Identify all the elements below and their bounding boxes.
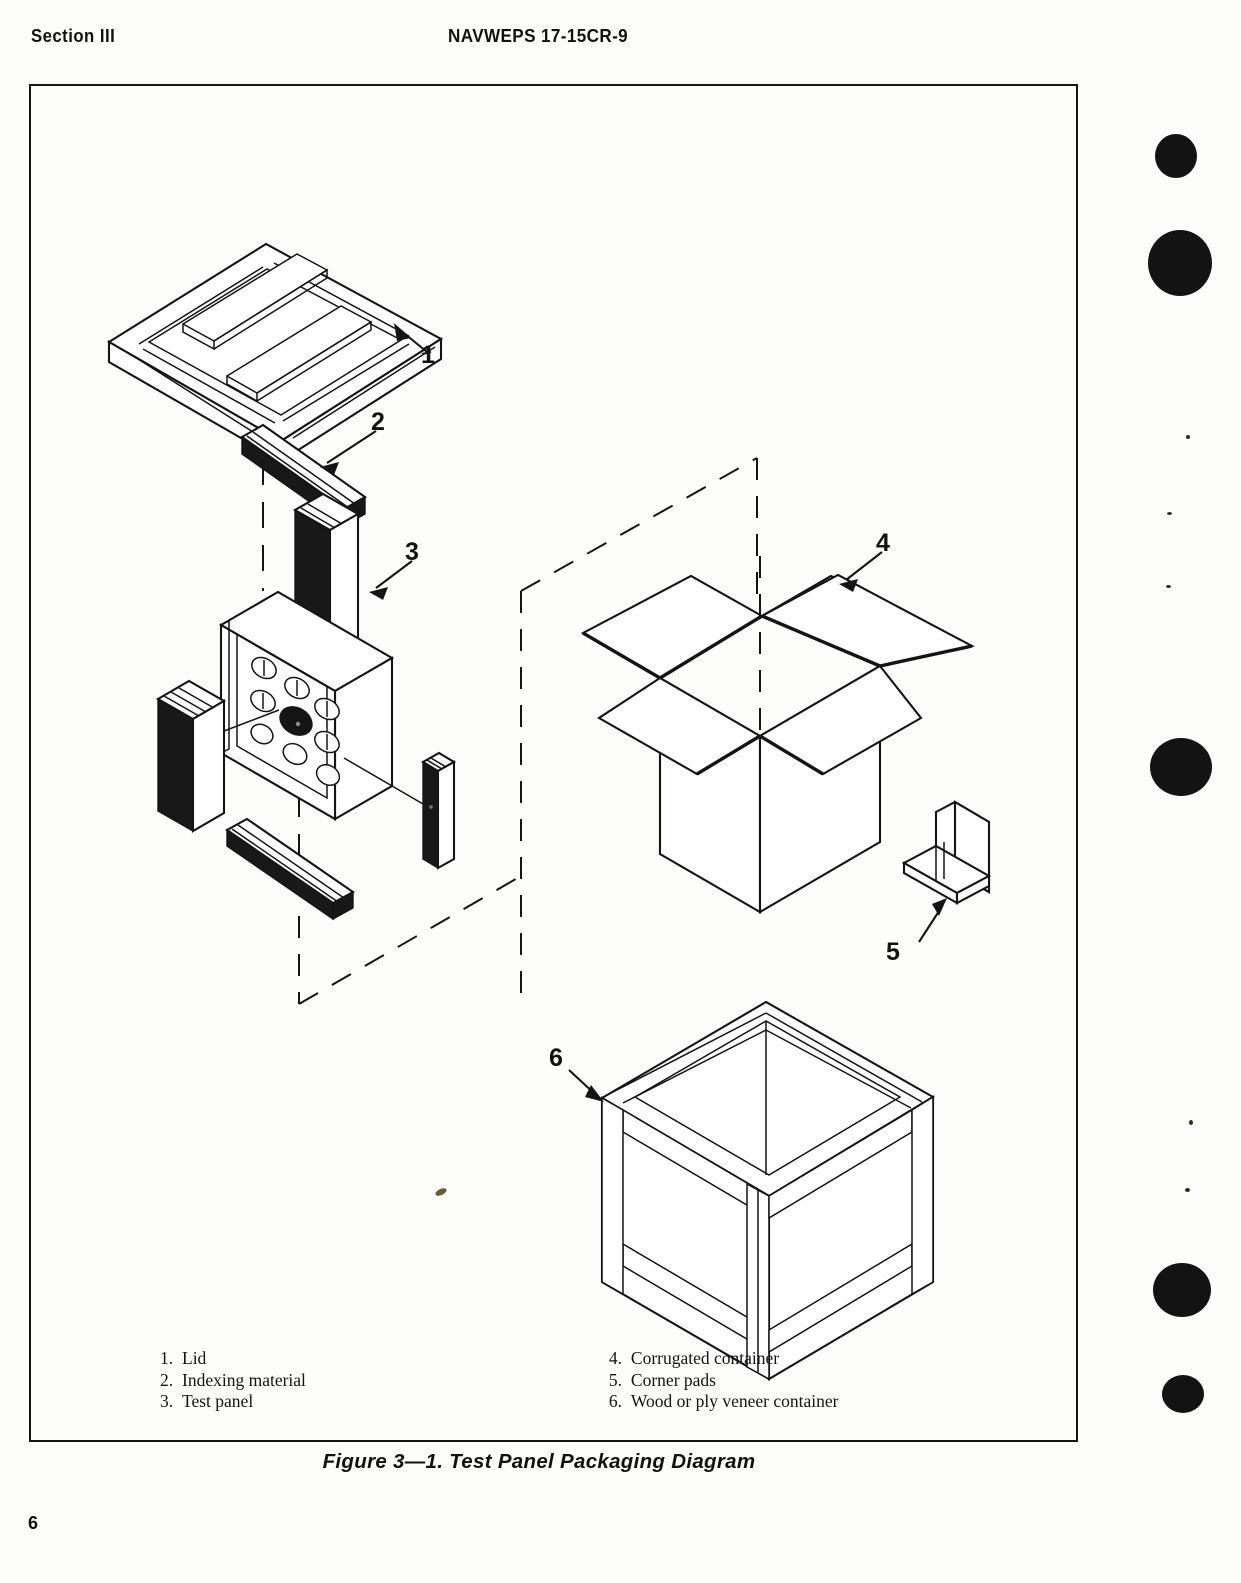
legend-item: 6. Wood or ply veneer container <box>609 1391 839 1413</box>
page-number: 6 <box>28 1513 39 1533</box>
callout-2-leader <box>320 430 377 475</box>
panel-controls <box>250 656 341 786</box>
figure-frame: .ln { fill:none; stroke:#141414; stroke-… <box>29 84 1078 1442</box>
lid-assembly <box>106 242 444 463</box>
legend-item: 2. Indexing material <box>160 1370 306 1392</box>
legend-text: Corrugated container <box>630 1348 780 1368</box>
pad-leader-left <box>223 709 280 732</box>
callout-5-label: 5 <box>886 938 900 966</box>
test-panel-assembly <box>155 492 457 921</box>
pad-leader-right <box>343 757 424 805</box>
corrugated-container <box>580 556 976 914</box>
legend-item: 5. Corner pads <box>609 1370 839 1392</box>
section-label: Section III <box>31 26 116 46</box>
scan-speck <box>1166 585 1171 588</box>
packaging-diagram-illustration: .ln { fill:none; stroke:#141414; stroke-… <box>106 242 992 1381</box>
scan-speck <box>1167 512 1172 515</box>
indexing-pad-right <box>420 751 457 870</box>
legend-number: 1. <box>160 1348 174 1368</box>
callout-3-label: 3 <box>405 538 419 566</box>
legend-item: 3. Test panel <box>160 1391 306 1413</box>
document-number: NAVWEPS 17-15CR-9 <box>448 26 629 46</box>
legend-item: 1. Lid <box>160 1348 306 1370</box>
legend-text: Wood or ply veneer container <box>630 1391 839 1411</box>
running-head: Section III NAVWEPS 17-15CR-9 <box>0 26 1241 60</box>
punch-hole-artifact <box>1148 230 1212 296</box>
legend-number: 2. <box>160 1369 174 1390</box>
figure-legend: 1. Lid 2. Indexing material 3. Test pane… <box>160 1348 1000 1413</box>
indexing-pad-bottom <box>225 817 355 921</box>
scan-speck <box>1185 1188 1190 1192</box>
corner-pad <box>901 800 992 905</box>
punch-hole-artifact <box>1153 1263 1211 1317</box>
callout-4-label: 4 <box>876 529 890 557</box>
scan-speck <box>1189 1120 1193 1125</box>
callout-3-leader <box>369 560 413 600</box>
panel-center-knob <box>279 706 313 736</box>
scan-speck <box>435 1188 447 1196</box>
legend-number: 5. <box>608 1369 623 1390</box>
legend-number: 3. <box>160 1391 174 1411</box>
legend-text: Lid <box>182 1348 207 1368</box>
legend-column-left: 1. Lid 2. Indexing material 3. Test pane… <box>160 1348 306 1413</box>
punch-hole-artifact <box>1150 738 1212 796</box>
callout-2-label: 2 <box>371 408 385 436</box>
figure-caption: Figure 3—1. Test Panel Packaging Diagram <box>322 1450 756 1473</box>
legend-text: Test panel <box>182 1391 254 1411</box>
punch-hole-artifact <box>1155 134 1197 178</box>
callout-1-label: 1 <box>421 341 435 369</box>
callout-1-leader <box>394 323 432 356</box>
legend-text: Corner pads <box>630 1369 716 1390</box>
indexing-pad-left <box>155 679 227 833</box>
legend-column-right: 4. Corrugated container 5. Corner pads 6… <box>609 1348 839 1413</box>
scan-speck <box>1186 435 1190 439</box>
legend-number: 4. <box>608 1348 623 1368</box>
callout-6-leader <box>568 1069 604 1102</box>
assembly-construction-lines <box>298 457 758 1005</box>
legend-text: Indexing material <box>182 1369 306 1390</box>
punch-hole-artifact <box>1162 1375 1204 1413</box>
callout-5-leader <box>918 898 947 943</box>
callout-4-leader <box>839 551 883 592</box>
callout-6-label: 6 <box>549 1044 563 1072</box>
legend-item: 4. Corrugated container <box>609 1348 839 1370</box>
legend-number: 6. <box>608 1391 623 1411</box>
wood-veneer-container <box>599 1000 936 1381</box>
